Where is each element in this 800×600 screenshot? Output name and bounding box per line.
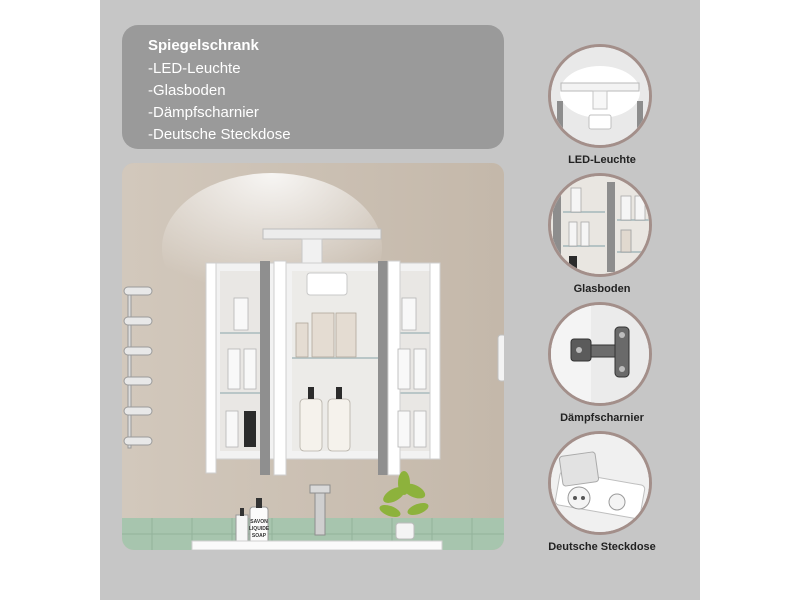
product-title: Spiegelschrank [148, 37, 259, 54]
hinge-icon [551, 305, 649, 403]
feature-item-socket: -Deutsche Steckdose [148, 126, 291, 143]
feature-item-led: -LED-Leuchte [148, 60, 241, 77]
led-light-icon [551, 47, 649, 145]
socket-detail-image [548, 431, 652, 535]
feature-label-socket: Deutsche Steckdose [548, 541, 656, 553]
feature-item-glass: -Glasboden [148, 82, 226, 99]
glass-shelf-icon [551, 176, 649, 274]
feature-summary-box: Spiegelschrank -LED-Leuchte -Glasboden -… [122, 25, 504, 149]
towel-rack [123, 286, 153, 449]
product-photo: SAVON LIQUIDE SOAP [122, 163, 504, 550]
bottle-label-3: SOAP [252, 533, 267, 539]
glass-shelf-detail-image [548, 173, 652, 277]
led-detail-image [548, 44, 652, 148]
feature-label-glass: Glasboden [573, 283, 631, 295]
feature-label-led: LED-Leuchte [568, 154, 636, 166]
cabinet-illustration: SAVON LIQUIDE SOAP [122, 163, 504, 550]
feature-label-hinge: Dämpfscharnier [560, 412, 644, 424]
socket-icon [551, 434, 649, 532]
bottle-label-2: LIQUIDE [249, 526, 270, 532]
feature-item-hinge: -Dämpfscharnier [148, 104, 259, 121]
bottle-label-1: SAVON [250, 519, 268, 525]
hinge-detail-image [548, 302, 652, 406]
